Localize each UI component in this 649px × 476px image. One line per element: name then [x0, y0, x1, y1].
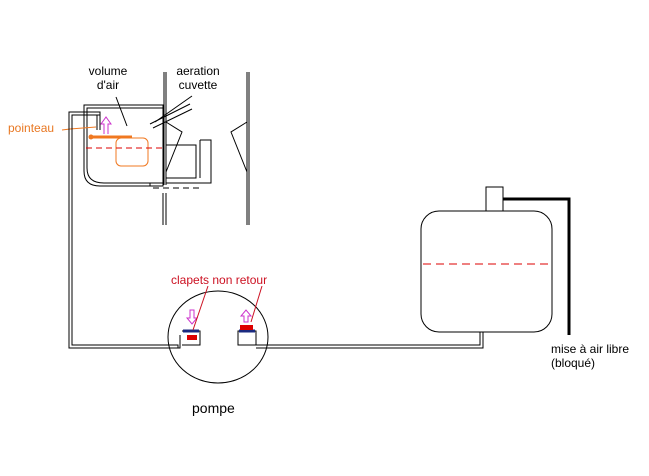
label-aeration-line1: aeration [176, 64, 220, 78]
label-volume-line1: volume [88, 64, 128, 78]
pump-body [167, 290, 269, 384]
float [115, 137, 149, 167]
label-mise-line2: (bloqué) [551, 356, 596, 370]
label-mise-line1: mise à air libre [551, 342, 630, 356]
volume-leader [115, 96, 128, 127]
fuel-line-left [68, 111, 179, 349]
label-pointeau: pointeau [8, 121, 55, 135]
label-volume: volume d'air [80, 64, 136, 92]
label-aeration-line2: cuvette [178, 78, 218, 92]
pointeau-leader [61, 126, 97, 131]
clapets-leaders [192, 285, 263, 331]
label-clapets: clapets non retour [171, 273, 268, 287]
fuel-line-right [255, 332, 484, 349]
carburettor-body [153, 72, 250, 225]
fuel-tank [420, 186, 571, 335]
label-pompe: pompe [192, 400, 235, 416]
check-valve-left [178, 309, 201, 349]
check-valve-right [237, 309, 257, 346]
label-mise-air: mise à air libre (bloqué) [551, 342, 629, 370]
label-aeration: aeration cuvette [170, 64, 226, 92]
needle-valve [88, 116, 132, 140]
label-volume-line2: d'air [96, 78, 120, 92]
aeration-leader [154, 95, 193, 123]
float-bowl [83, 104, 164, 187]
